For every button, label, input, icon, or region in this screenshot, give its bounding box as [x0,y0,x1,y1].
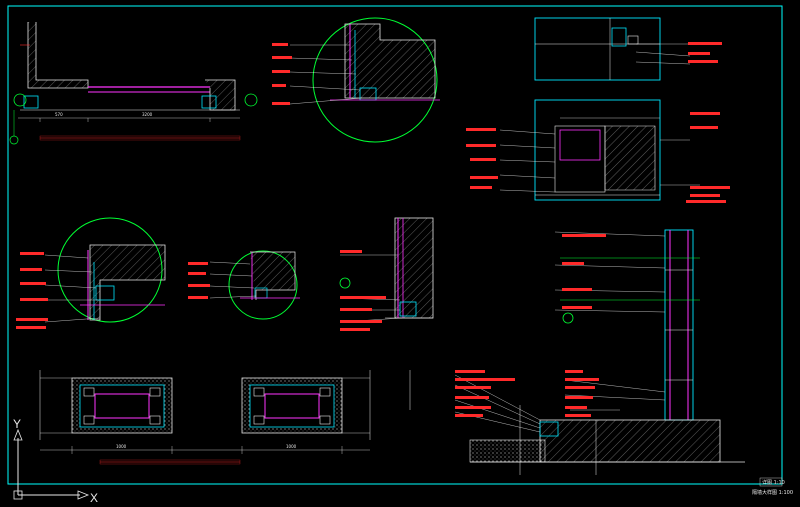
title-block[interactable]: 详图 1:10 隔墙大样图 1:100 [752,477,793,496]
bottom-dimension-line: 1000 1000 [40,444,370,465]
ucs-x-label: X [90,491,98,505]
title-block-title: 详图 1:10 [762,479,785,486]
dim-570: 570 [55,112,63,117]
circle-detail-3[interactable] [209,250,300,320]
plan-detail-top-left[interactable]: 570 3200 [9,22,258,145]
vertical-section-detail[interactable] [339,217,434,323]
dim-1000-right: 1000 [286,444,297,449]
ucs-icon: Y X [13,417,98,505]
dim-1000-left: 1000 [116,444,127,449]
annotation-labels [16,42,730,417]
elevation-detail-top-right[interactable] [499,17,700,201]
title-block-subtitle: 隔墙大样图 1:100 [752,489,793,496]
plan-section-left[interactable] [39,370,173,440]
ucs-y-label: Y [13,417,21,431]
drawing-frame [7,5,783,485]
circle-detail-1[interactable] [289,17,440,143]
plan-section-right[interactable] [241,370,411,440]
elevation-detail-bottom-right[interactable] [454,229,745,475]
dim-3200: 3200 [142,112,153,117]
circle-detail-2[interactable] [44,217,166,323]
